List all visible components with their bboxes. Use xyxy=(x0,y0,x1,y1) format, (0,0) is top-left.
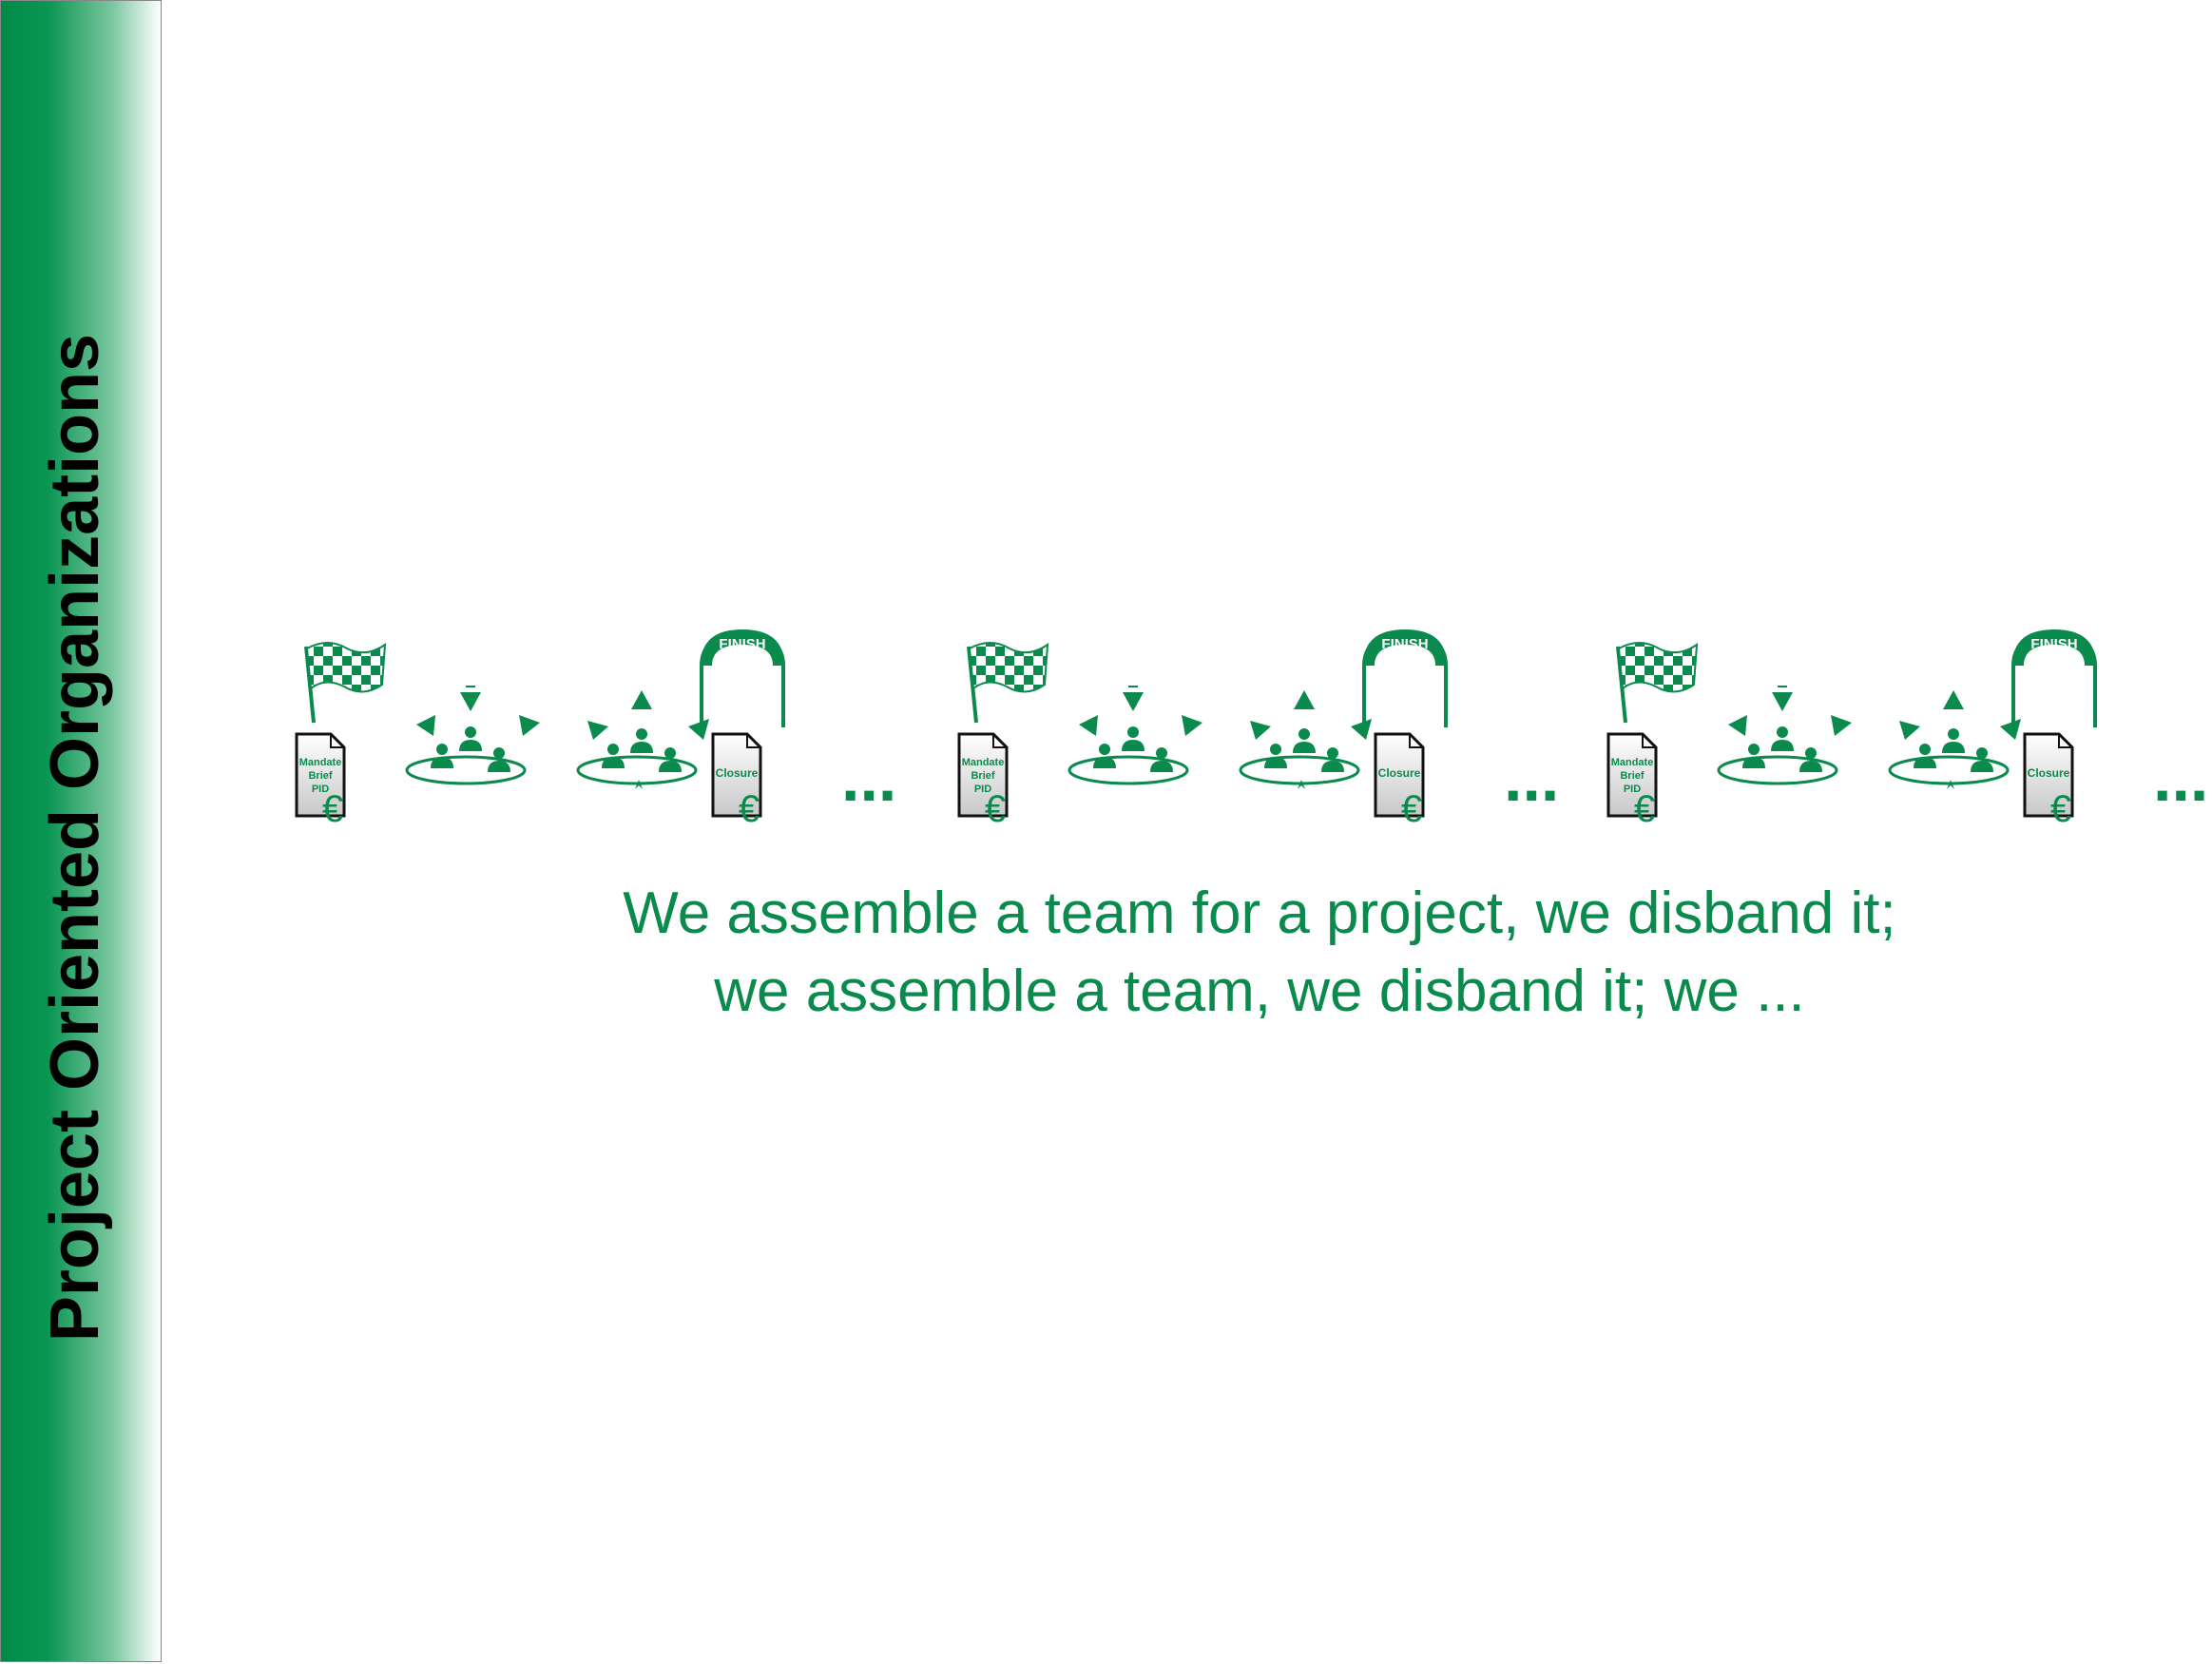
project-cycle-3 xyxy=(1608,629,2208,830)
project-cycle-diagram: Mandate Brief PID € xyxy=(276,628,2212,837)
caption: We assemble a team for a project, we dis… xyxy=(532,875,1987,1031)
caption-line-1: We assemble a team for a project, we dis… xyxy=(623,880,1896,946)
sidebar-title: Project Oriented Organizations xyxy=(37,333,113,1343)
project-cycle-2 xyxy=(959,629,1559,830)
sidebar: Project Oriented Organizations xyxy=(0,0,162,1662)
caption-line-2: we assemble a team, we disband it; we ..… xyxy=(714,958,1805,1024)
project-cycle-1 xyxy=(297,629,896,830)
